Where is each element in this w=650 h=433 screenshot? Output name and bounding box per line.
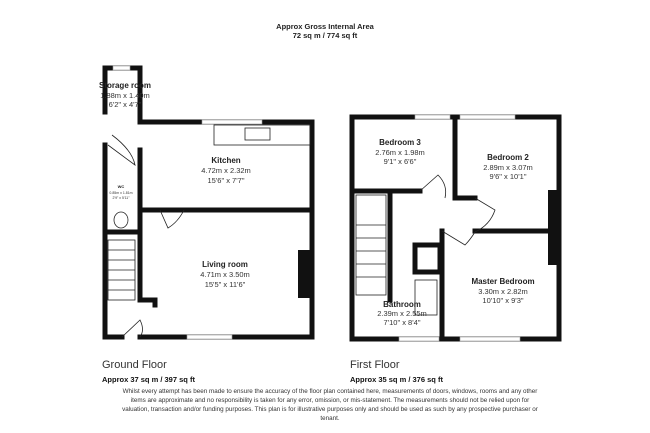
door-bed3 — [419, 174, 447, 199]
room-metric: 2.89m x 3.07m — [483, 163, 533, 172]
toilet-icon — [113, 211, 129, 229]
window — [112, 65, 131, 71]
room-imperial: 9'6" x 10'1" — [490, 172, 527, 181]
room-name: Bedroom 3 — [379, 138, 421, 147]
room-imperial: 2'9" x 5'11" — [113, 196, 131, 200]
room-imperial: 15'6" x 7'7" — [208, 176, 245, 185]
window — [398, 336, 440, 342]
room-metric: 4.71m x 3.50m — [200, 270, 250, 279]
stairs — [107, 239, 136, 301]
window — [201, 119, 263, 125]
room-imperial: 10'10" x 9'3" — [482, 296, 523, 305]
bath-icon — [414, 279, 438, 316]
ground-floor-plan: Storage room 1.88m x 1.40m 6'2" x 4'7" K… — [99, 65, 315, 340]
door-living — [159, 209, 185, 229]
chimney-breast — [298, 250, 310, 298]
room-name: Bedroom 2 — [487, 153, 529, 162]
room-imperial: 7'10" x 8'4" — [384, 318, 421, 327]
door-bed2 — [474, 197, 496, 233]
room-metric: 4.72m x 2.32m — [201, 166, 251, 175]
window — [459, 336, 521, 342]
door-master — [441, 230, 476, 246]
first-floor-label: First Floor — [350, 359, 400, 371]
chimney-breast — [548, 190, 558, 265]
room-name: WC — [118, 184, 125, 189]
room-imperial: 6'2" x 4'7" — [109, 100, 142, 109]
worktop — [213, 124, 311, 146]
first-floor-plan: Bedroom 3 2.76m x 1.98m 9'1" x 6'6" Bedr… — [349, 114, 562, 342]
wall-bed2 — [452, 114, 478, 201]
room-metric: 0.85m x 1.81m — [109, 191, 132, 195]
ground-floor-label: Ground Floor — [102, 359, 167, 371]
room-name: Kitchen — [211, 156, 240, 165]
window — [459, 114, 516, 120]
wall-west — [102, 142, 125, 340]
room-imperial: 9'1" x 6'6" — [384, 157, 417, 166]
room-name: Storage room — [99, 81, 151, 90]
sink-icon — [244, 127, 271, 141]
room-metric: 2.39m x 2.55m — [377, 309, 427, 318]
window — [186, 334, 233, 340]
ground-floor-area: Approx 37 sq m / 397 sq ft — [102, 375, 195, 384]
wall-stub — [137, 297, 158, 308]
room-metric: 1.88m x 1.40m — [100, 91, 150, 100]
front-door — [121, 319, 143, 338]
room-metric: 2.76m x 1.98m — [375, 148, 425, 157]
wall-outer — [137, 119, 315, 340]
header-area: 72 sq m / 774 sq ft — [292, 31, 358, 40]
room-name: Master Bedroom — [471, 277, 534, 286]
room-name: Living room — [202, 260, 248, 269]
cupboard — [412, 242, 443, 275]
stairs — [355, 194, 387, 296]
window — [414, 114, 451, 120]
disclaimer: Whilst every attempt has been made to en… — [122, 388, 538, 422]
room-imperial: 15'5" x 11'6" — [205, 280, 246, 289]
room-metric: 3.30m x 2.82m — [478, 287, 528, 296]
header-title: Approx Gross Internal Area — [276, 22, 374, 31]
room-name: Bathroom — [383, 300, 421, 309]
door-storage — [107, 134, 136, 166]
first-floor-area: Approx 35 sq m / 376 sq ft — [350, 375, 443, 384]
